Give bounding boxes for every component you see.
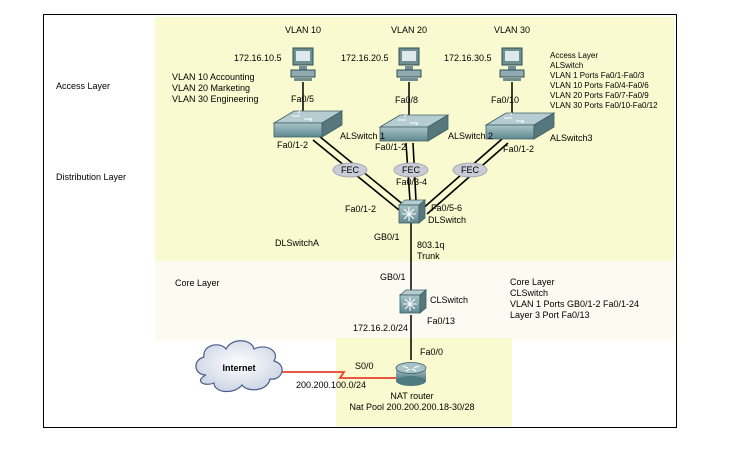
dlswitch-icon xyxy=(397,199,427,224)
vlan10-name: VLAN 10 xyxy=(284,25,322,35)
dlswitcha-label: DLSwitchA xyxy=(275,238,320,248)
access-info-line-4: VLAN 10 Ports Fa0/4-Fa0/6 xyxy=(550,81,649,90)
alswitch3-icon xyxy=(484,112,556,140)
access-layer-info: Access Layer ALSwitch VLAN 1 Ports Fa0/1… xyxy=(550,51,658,111)
access-info-line-2: ALSwitch xyxy=(550,61,584,70)
layer-label-distribution: Distribution Layer xyxy=(56,172,127,182)
cl-fa-port: Fa0/13 xyxy=(427,316,456,326)
fec-ellipse-left xyxy=(332,162,368,178)
fec-ellipse-mid xyxy=(393,162,429,178)
al3-uplink-port: Fa0/1-2 xyxy=(503,144,535,154)
pc20-port: Fa0/8 xyxy=(395,95,419,105)
layer-label-core: Core Layer xyxy=(175,278,220,288)
pc10-ip: 172.16.10.5 xyxy=(234,53,282,63)
pc10-port: Fa0/5 xyxy=(291,94,315,104)
alswitch2-icon xyxy=(378,114,450,142)
trunk-line-1: 803.1q xyxy=(417,240,445,250)
vlan-name-20: VLAN 20 Marketing xyxy=(172,83,251,93)
router-name: NAT router xyxy=(390,391,434,401)
router-serial-port: S0/0 xyxy=(355,361,374,371)
core-network: 172.16.2.0/24 xyxy=(353,323,409,333)
internet-cloud-icon xyxy=(195,340,283,393)
vlan-names-list: VLAN 10 Accounting VLAN 20 Marketing VLA… xyxy=(172,72,259,105)
core-info-line-3: VLAN 1 Ports GB0/1-2 Fa0/1-24 xyxy=(510,299,640,309)
cl-gb-port: GB0/1 xyxy=(380,272,406,282)
alswitch3-label: ALSwitch3 xyxy=(550,133,593,143)
fec-label-left: FEC xyxy=(341,165,359,175)
vlan20-name: VLAN 20 xyxy=(390,25,428,35)
pc20-ip: 172.16.20.5 xyxy=(341,53,389,63)
clswitch-icon xyxy=(398,289,428,314)
pc-vlan10-icon xyxy=(290,47,316,81)
pc30-port: Fa0/10 xyxy=(491,95,520,105)
vlan30-name: VLAN 30 xyxy=(493,25,531,35)
wan-network: 200.200.100.0/24 xyxy=(296,380,367,390)
fec-label-right: FEC xyxy=(461,165,479,175)
dl-right-port: Fa0/5-6 xyxy=(431,203,463,213)
core-info-line-2: CLSwitch xyxy=(510,288,549,298)
pc-vlan30-icon xyxy=(499,47,525,81)
pc-vlan20-icon xyxy=(396,47,422,81)
serial-link xyxy=(279,371,398,379)
al1-uplink-port: Fa0/1-2 xyxy=(277,140,309,150)
alswitch1-icon xyxy=(272,110,344,138)
vlan-name-10: VLAN 10 Accounting xyxy=(172,72,255,82)
alswitch1-label: ALSwitch 1 xyxy=(340,131,386,141)
access-info-line-6: VLAN 30 Ports Fa0/10-Fa0/12 xyxy=(550,101,658,110)
dlswitch-label: DLSwitch xyxy=(428,215,467,225)
core-info-line-4: Layer 3 Port Fa0/13 xyxy=(510,310,590,320)
vlan-name-30: VLAN 30 Engineering xyxy=(172,94,259,104)
router-fa-port: Fa0/0 xyxy=(420,347,444,357)
layer-label-access: Access Layer xyxy=(56,81,111,91)
fec-ellipse-right xyxy=(452,162,488,178)
alswitch2-label: ALSwitch 2 xyxy=(448,131,494,141)
core-layer-info: Core Layer CLSwitch VLAN 1 Ports GB0/1-2… xyxy=(510,277,639,321)
network-diagram xyxy=(155,17,674,426)
pc30-ip: 172.16.30.5 xyxy=(444,53,492,63)
clswitch-label: CLSwitch xyxy=(430,295,469,305)
al2-uplink-port: Fa0/1-2 xyxy=(375,142,407,152)
access-info-line-3: VLAN 1 Ports Fa0/1-Fa0/3 xyxy=(550,71,645,80)
dl-gb-port: GB0/1 xyxy=(374,232,400,242)
trunk-line-2: Trunk xyxy=(417,251,440,261)
fec-label-mid: FEC xyxy=(402,165,420,175)
internet-label: Internet xyxy=(222,363,256,373)
access-info-line-1: Access Layer xyxy=(550,51,599,60)
diagram-frame: Access Layer Distribution Layer Core Lay… xyxy=(43,14,677,428)
core-info-line-1: Core Layer xyxy=(510,277,555,287)
access-info-line-5: VLAN 20 Ports Fa0/7-Fa0/9 xyxy=(550,91,649,100)
dl-mid-port: Fa0/3-4 xyxy=(396,177,428,187)
router-icon xyxy=(395,362,427,386)
dl-left-port: Fa0/1-2 xyxy=(345,204,377,214)
nat-pool: Nat Pool 200.200.200.18-30/28 xyxy=(349,402,475,412)
